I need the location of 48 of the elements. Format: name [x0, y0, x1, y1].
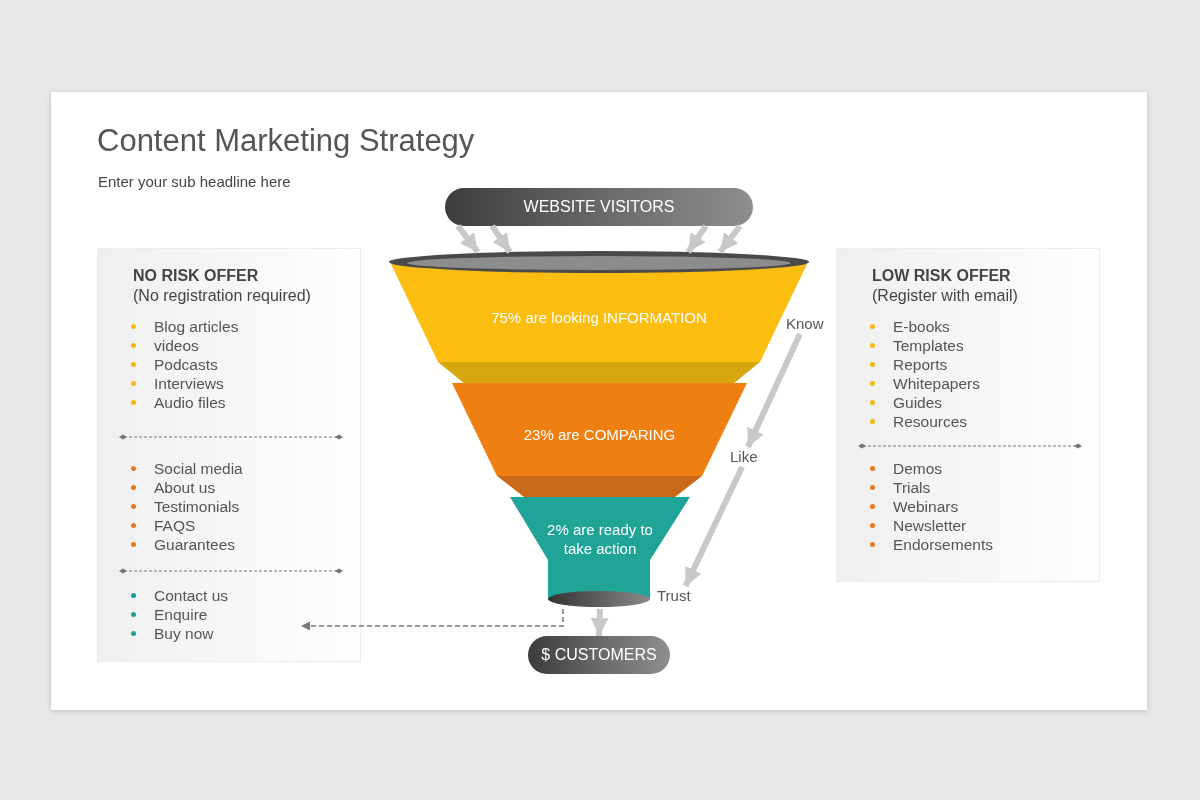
step-label: Trust	[657, 586, 691, 606]
stage-label: 75% are looking INFORMATION	[491, 308, 707, 327]
stage-label: 23% are COMPARING	[523, 425, 676, 444]
step-label: Know	[786, 314, 824, 334]
pill-banner: WEBSITE VISITORS	[445, 188, 753, 226]
list-item: Demos	[893, 459, 943, 478]
panel-heading: LOW RISK OFFER	[872, 266, 1011, 286]
list-item: Audio files	[154, 393, 226, 412]
list-item: Enquire	[154, 605, 208, 624]
list-item: Blog articles	[154, 317, 239, 336]
list-item: Whitepapers	[893, 374, 980, 393]
arrow	[685, 224, 709, 254]
list-item: Newsletter	[893, 516, 967, 535]
arrow	[717, 224, 743, 254]
list-item: Resources	[893, 412, 968, 431]
list-item: Guides	[893, 393, 943, 412]
stage-label: 2% are ready to take action	[546, 520, 654, 558]
list-item: E-books	[893, 317, 950, 336]
subtitle: Enter your sub headline here	[98, 173, 291, 191]
list-item: Templates	[893, 336, 964, 355]
list-item: About us	[154, 478, 216, 497]
list-item: FAQS	[154, 516, 196, 535]
panel-subheading: (Register with email)	[872, 286, 1018, 306]
dashed-arrow	[300, 608, 564, 631]
list-item: Webinars	[893, 497, 959, 516]
list-item: Contact us	[154, 586, 229, 605]
arrow	[745, 332, 803, 449]
list-item: Endorsements	[893, 535, 993, 554]
arrow	[455, 224, 481, 254]
arrow	[682, 465, 745, 588]
panel-heading: NO RISK OFFER	[133, 266, 259, 286]
title: Content Marketing Strategy	[97, 122, 475, 160]
list-item: videos	[154, 336, 199, 355]
list-item: Podcasts	[154, 355, 218, 374]
list-item: Social media	[154, 459, 243, 478]
offer-panel	[97, 248, 361, 662]
list-item: Reports	[893, 355, 948, 374]
list-item: Interviews	[154, 374, 224, 393]
list-item: Buy now	[154, 624, 214, 643]
offer-panel	[836, 248, 1100, 582]
panel-subheading: (No registration required)	[133, 286, 311, 306]
step-label: Like	[730, 447, 758, 467]
list-item: Guarantees	[154, 535, 235, 554]
pill-banner: $ CUSTOMERS	[528, 636, 670, 674]
arrow	[489, 224, 513, 254]
list-item: Testimonials	[154, 497, 240, 516]
list-item: Trials	[893, 478, 931, 497]
arrow	[590, 608, 609, 637]
